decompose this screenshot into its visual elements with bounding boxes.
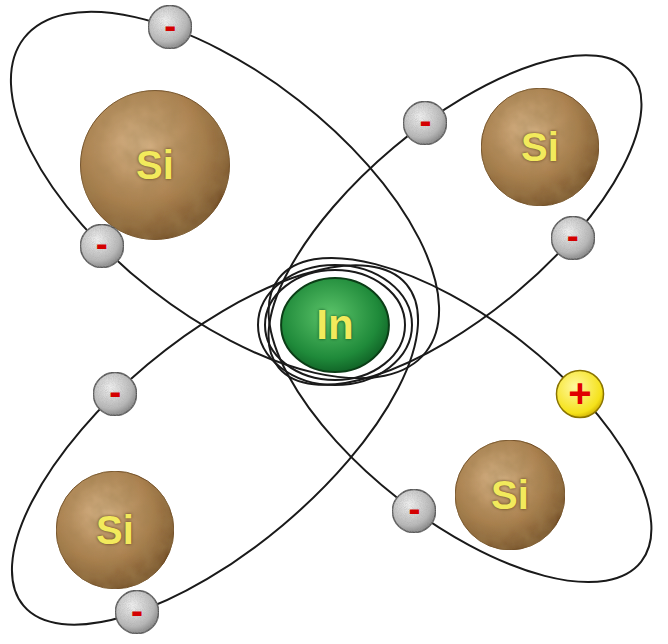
orbit — [218, 0, 668, 441]
charge-sign: - — [131, 593, 143, 629]
electron: - — [80, 224, 124, 268]
element-symbol: Si — [96, 510, 134, 550]
orbit — [0, 0, 500, 447]
electron: - — [392, 489, 436, 533]
charge-sign: - — [419, 103, 431, 139]
electron: - — [93, 372, 137, 416]
charge-sign: - — [109, 374, 121, 410]
charge-sign: - — [567, 218, 579, 254]
electron: - — [148, 5, 192, 49]
charge-sign: - — [408, 491, 420, 527]
charge-sign: - — [164, 8, 176, 44]
hole: + — [556, 370, 604, 418]
silicon-atom: Si — [55, 470, 175, 590]
inner-orbit — [265, 270, 405, 380]
element-symbol: Si — [521, 127, 559, 167]
orbit — [0, 204, 474, 644]
charge-sign: + — [568, 373, 591, 413]
electron: - — [551, 216, 595, 260]
indium-atom: In — [280, 277, 390, 373]
element-symbol: Si — [136, 145, 174, 185]
element-symbol: Si — [491, 475, 529, 515]
orbit — [217, 200, 668, 641]
silicon-atom: Si — [480, 87, 600, 207]
charge-sign: - — [96, 226, 108, 262]
silicon-atom: Si — [79, 89, 231, 241]
electron: - — [403, 101, 447, 145]
inner-orbit — [258, 265, 412, 385]
silicon-atom: Si — [454, 439, 566, 551]
electron: - — [115, 590, 159, 634]
element-symbol: In — [316, 304, 353, 346]
